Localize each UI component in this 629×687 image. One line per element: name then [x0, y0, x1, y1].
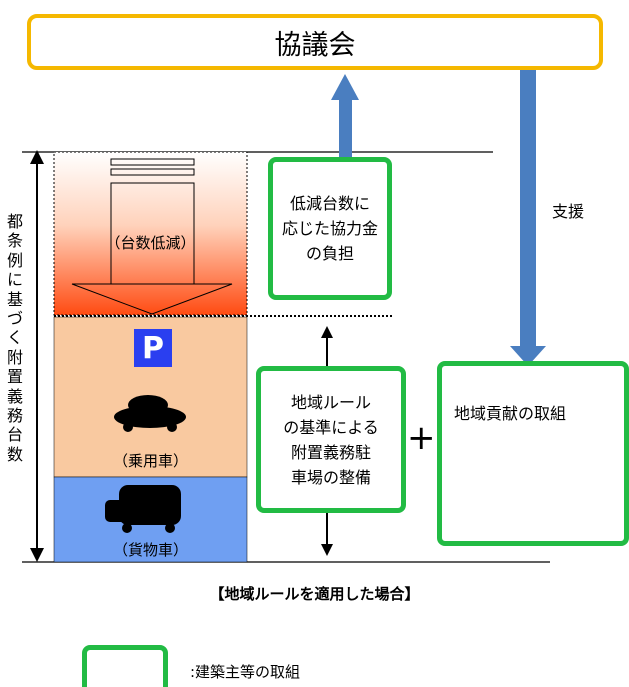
vertical-label-char: 台	[6, 425, 23, 445]
legend-text: :建築主等の取組	[190, 663, 301, 681]
freight-truck-icon	[105, 485, 181, 533]
reduction-label: （台数低減）	[105, 234, 196, 252]
vertical-label-char: に	[6, 270, 23, 290]
reduction-area	[54, 152, 247, 315]
vertical-requirement-label: 都条例に基づく附置義務台数	[4, 212, 26, 464]
passenger-car-icon	[114, 395, 186, 432]
local-rule-line: 附置義務駐	[290, 442, 371, 462]
legend-box	[82, 645, 168, 687]
plus-symbol: +	[407, 418, 436, 458]
parking-sign-icon: P	[142, 330, 164, 366]
vertical-label-char: 数	[6, 444, 23, 464]
passenger-car-label: （乗用車）	[112, 452, 188, 470]
reduction-down-arrow	[71, 158, 233, 315]
support-label: 支援	[552, 202, 585, 221]
contribution-fee-line: 低減台数に	[289, 194, 370, 213]
vertical-label-char: 例	[6, 250, 23, 270]
diagram-caption: 【地域ルールを適用した場合】	[209, 585, 420, 603]
contribution-fee-line: の負担	[305, 244, 354, 263]
vertical-label-char: 都	[6, 212, 23, 231]
parking-sign-bg	[134, 329, 172, 367]
local-rule-line: 地域ルール	[290, 392, 371, 412]
contribution-fee-box: 低減台数に 応じた協力金 の負担	[268, 157, 392, 300]
regional-contribution-title: 地域貢献の取組	[454, 404, 567, 423]
downward-blue-arrow	[510, 70, 546, 366]
local-rule-line: 車場の整備	[290, 467, 371, 487]
vertical-label-char: 置	[6, 367, 23, 387]
council-box: 協議会	[27, 14, 603, 70]
contribution-fee-line: 応じた協力金	[281, 219, 378, 238]
local-rule-box: 地域ルール の基準による 附置義務駐 車場の整備	[256, 366, 406, 513]
vertical-label-char: 基	[6, 289, 23, 309]
freight-car-label: （貨物車）	[112, 541, 188, 559]
upward-blue-arrow	[331, 74, 359, 157]
regional-contribution-box: 地域貢献の取組	[437, 361, 629, 546]
local-rule-line: の基準による	[283, 417, 379, 437]
council-label: 協議会	[274, 29, 356, 61]
vertical-label-char: 条	[6, 231, 23, 251]
vertical-label-char: づ	[6, 309, 23, 329]
vertical-label-char: 務	[6, 406, 23, 426]
vertical-label-char: 附	[6, 347, 23, 367]
vertical-label-char: 義	[6, 386, 23, 406]
vertical-label-char: く	[6, 328, 23, 348]
